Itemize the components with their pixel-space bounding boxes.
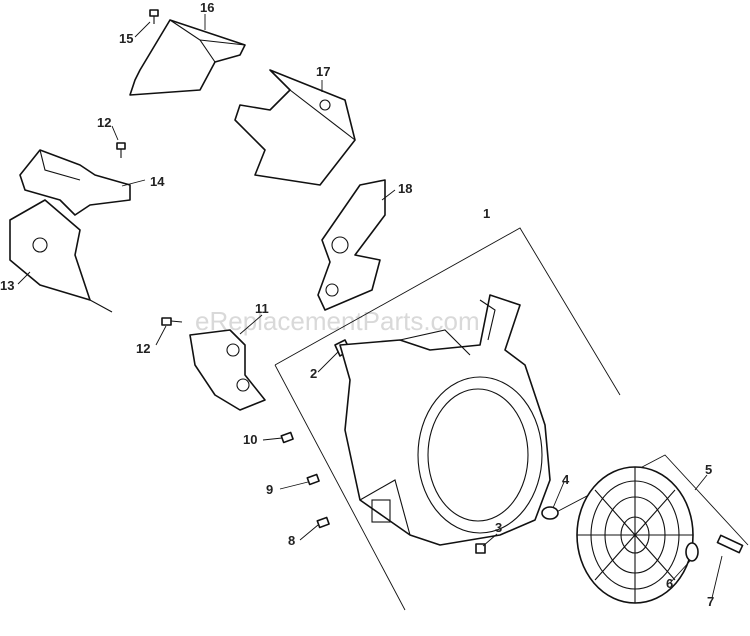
screw-15 bbox=[149, 9, 159, 24]
screw-12b bbox=[161, 317, 183, 326]
screw-10 bbox=[280, 431, 294, 444]
callout-12-upper: 12 bbox=[97, 115, 111, 130]
screw-8 bbox=[316, 516, 330, 529]
part-14-shroud bbox=[19, 149, 131, 216]
callout-3: 3 bbox=[495, 520, 502, 535]
callout-2: 2 bbox=[310, 366, 317, 381]
callout-8: 8 bbox=[288, 533, 295, 548]
callout-6: 6 bbox=[666, 576, 673, 591]
callout-17: 17 bbox=[316, 64, 330, 79]
callout-9: 9 bbox=[266, 482, 273, 497]
part-11-bracket bbox=[189, 329, 266, 411]
bracket-part-1-left bbox=[274, 364, 406, 611]
callout-16: 16 bbox=[200, 0, 214, 15]
bracket-part-5 bbox=[544, 454, 749, 546]
callout-18: 18 bbox=[398, 181, 412, 196]
part-1-blower-housing bbox=[339, 294, 551, 546]
leader-lines bbox=[17, 14, 723, 599]
bracket-part-1-top bbox=[274, 227, 621, 396]
screw-9 bbox=[306, 473, 320, 486]
part-16-shroud bbox=[129, 19, 246, 96]
part-13-shroud bbox=[9, 199, 113, 313]
callout-13: 13 bbox=[0, 278, 14, 293]
callout-1: 1 bbox=[483, 206, 490, 221]
callout-14: 14 bbox=[150, 174, 165, 189]
part-4-washer bbox=[541, 506, 559, 520]
callout-7: 7 bbox=[707, 594, 714, 609]
part-17-baffle bbox=[234, 69, 356, 186]
screw-12a bbox=[116, 142, 126, 158]
callout-4: 4 bbox=[562, 472, 570, 487]
callout-12-lower: 12 bbox=[136, 341, 150, 356]
part-7-bolt bbox=[716, 534, 744, 554]
callout-15: 15 bbox=[119, 31, 133, 46]
watermark-text: eReplacementParts.com bbox=[195, 306, 480, 336]
callout-10: 10 bbox=[243, 432, 257, 447]
callout-11: 11 bbox=[255, 301, 269, 316]
part-18-bracket bbox=[317, 179, 386, 311]
part-3-nut bbox=[475, 543, 486, 554]
part-6-spacer bbox=[685, 542, 699, 562]
part-5-fan-guard bbox=[576, 466, 694, 604]
callout-5: 5 bbox=[705, 462, 712, 477]
